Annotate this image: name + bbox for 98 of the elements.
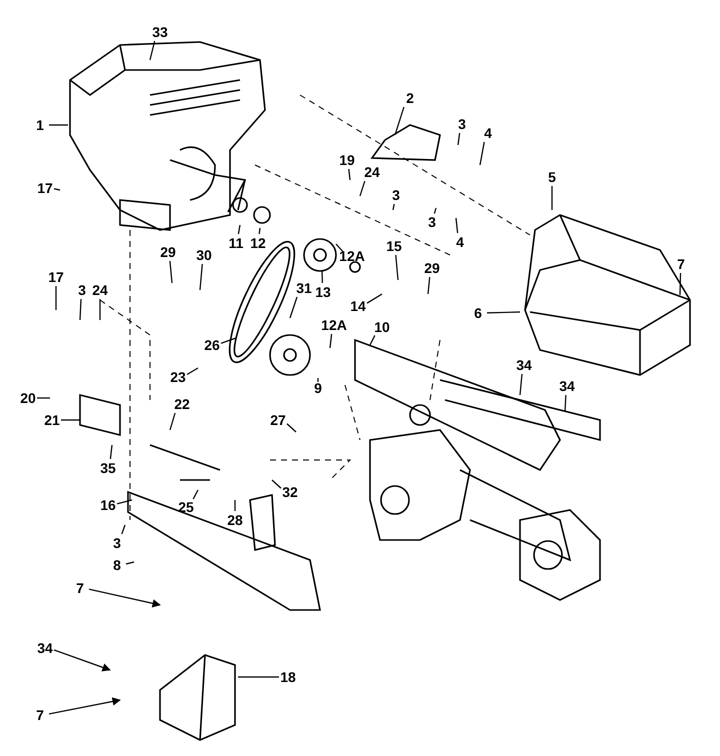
callout-number: 3 (428, 214, 436, 230)
callout-number: 12A (321, 317, 347, 333)
leader-line (564, 394, 566, 412)
callout-number: 3 (392, 187, 400, 203)
callout-number: 22 (174, 396, 190, 412)
leader-line (317, 378, 319, 382)
callout-number: 5 (548, 169, 556, 185)
callout-number: 7 (36, 707, 44, 723)
leader-line (149, 40, 156, 60)
leader-line (49, 124, 68, 126)
callout-number: 2 (406, 90, 414, 106)
leader-line (479, 142, 485, 166)
leader-line (258, 228, 261, 234)
leader-line (366, 293, 382, 304)
callout-number: 15 (386, 238, 402, 254)
callout-number: 7 (76, 580, 84, 596)
leader-line (329, 334, 332, 348)
callout-number: 32 (282, 484, 298, 500)
callout-number: 29 (424, 260, 440, 276)
leader-line (126, 561, 134, 565)
leader-line (486, 311, 520, 314)
leader-line (116, 499, 132, 504)
leader-line (679, 272, 682, 296)
callout-number: 19 (339, 152, 355, 168)
callout-number: 20 (20, 390, 36, 406)
leader-line (427, 276, 430, 294)
callout-number: 34 (516, 357, 532, 373)
leader-line (186, 367, 198, 375)
leader-line (455, 218, 458, 234)
leader-line (359, 180, 366, 196)
callout-number: 7 (677, 256, 685, 272)
leader-line (99, 299, 101, 320)
callout-number: 11 (228, 235, 244, 251)
callout-number: 17 (37, 180, 53, 196)
callout-number: 34 (559, 378, 575, 394)
leader-line (336, 244, 344, 252)
callout-number: 1 (36, 117, 44, 133)
callout-number: 27 (270, 412, 286, 428)
leader-line (54, 188, 60, 191)
leader-line (519, 374, 523, 396)
leader-line (199, 264, 203, 290)
leader-line (272, 480, 282, 489)
callout-number: 12A (339, 248, 365, 264)
callout-number: 3 (458, 116, 466, 132)
callout-number: 4 (456, 234, 464, 250)
callout-number: 4 (484, 125, 492, 141)
leader-line (169, 412, 176, 430)
leader-line (238, 224, 241, 234)
callout-number: 18 (280, 669, 296, 685)
callout-number: 26 (204, 337, 220, 353)
callout-number: 17 (48, 269, 64, 285)
leader-line (369, 335, 376, 346)
callout-number: 24 (92, 282, 108, 298)
callout-number: 25 (178, 499, 194, 515)
leader-line (321, 270, 323, 284)
callout-number: 21 (44, 412, 60, 428)
callout-number: 34 (37, 640, 53, 656)
leader-line (392, 204, 395, 210)
leader-line (238, 676, 279, 678)
callout-number: 14 (350, 298, 366, 314)
callout-number: 23 (170, 369, 186, 385)
leader-line (110, 444, 113, 460)
leader-line (220, 337, 236, 344)
leader-line (192, 490, 199, 500)
leader-line (169, 260, 173, 284)
callout-number: 10 (374, 319, 390, 335)
leader-line (37, 397, 50, 399)
callout-number: 33 (152, 24, 168, 40)
leader-line (434, 208, 437, 214)
callout-number: 24 (364, 164, 380, 180)
callout-number: 13 (315, 284, 331, 300)
leader-line (234, 500, 236, 511)
callout-number: 28 (227, 512, 243, 528)
callout-number: 31 (296, 280, 312, 296)
callout-number: 3 (113, 535, 121, 551)
callout-number: 3 (78, 282, 86, 298)
leader-line (394, 106, 404, 136)
callout-number: 6 (474, 305, 482, 321)
leader-line (551, 186, 553, 210)
leader-line (289, 296, 298, 318)
callout-number: 16 (100, 497, 116, 513)
callout-number: 35 (100, 460, 116, 476)
leader-line (79, 298, 82, 320)
leader-line (55, 286, 57, 310)
callout-number: 9 (314, 380, 322, 396)
leader-line (395, 254, 399, 280)
callout-number: 29 (160, 244, 176, 260)
leader-line (457, 132, 460, 146)
callout-number: 12 (250, 235, 266, 251)
leader-line (54, 649, 111, 672)
leader-line (88, 588, 161, 608)
leader-line (48, 697, 121, 715)
leader-line (121, 524, 126, 534)
leader-line (61, 419, 80, 421)
callout-number: 30 (196, 247, 212, 263)
callout-number: 8 (113, 557, 121, 573)
leader-line (348, 168, 351, 180)
leader-line (286, 423, 296, 432)
